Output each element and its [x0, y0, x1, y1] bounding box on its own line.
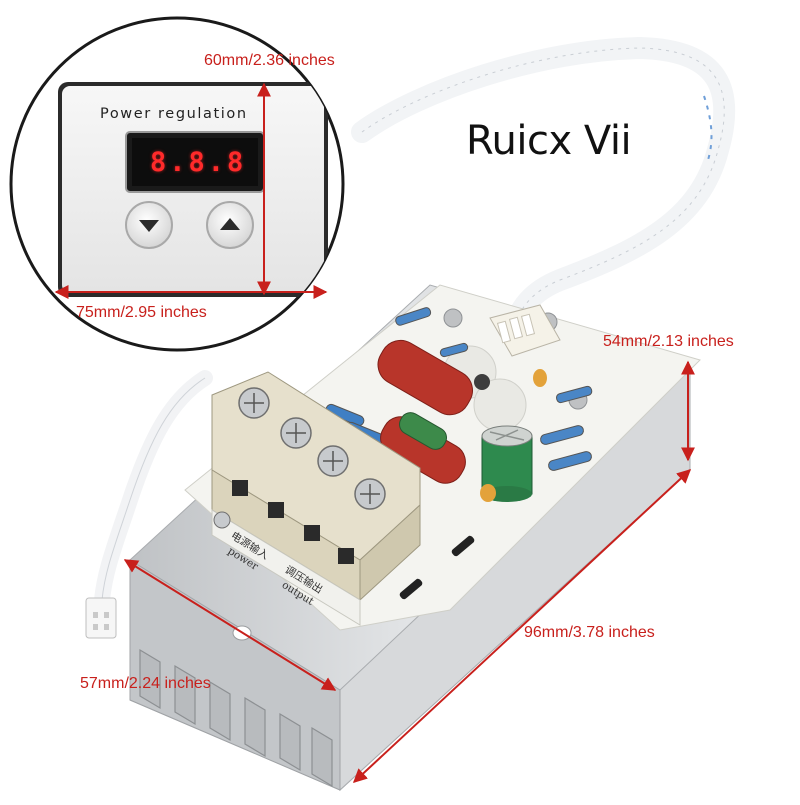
board-connector	[489, 304, 561, 357]
module-length-label: 96mm/3.78 inches	[524, 624, 655, 641]
up-button	[206, 201, 254, 249]
module-height-label: 54mm/2.13 inches	[603, 333, 734, 350]
led-display: 8.8.8	[150, 147, 247, 178]
panel-title: Power regulation	[100, 106, 248, 122]
cable-connector	[85, 597, 117, 639]
panel-height-label: 60mm/2.36 inches	[204, 52, 335, 69]
down-button	[125, 201, 173, 249]
panel-width-label: 75mm/2.95 inches	[76, 304, 207, 321]
brand-logo-text: Ruicx Vii	[466, 118, 632, 164]
module-width-label: 57mm/2.24 inches	[80, 675, 211, 692]
ribbon-cable	[351, 36, 736, 336]
